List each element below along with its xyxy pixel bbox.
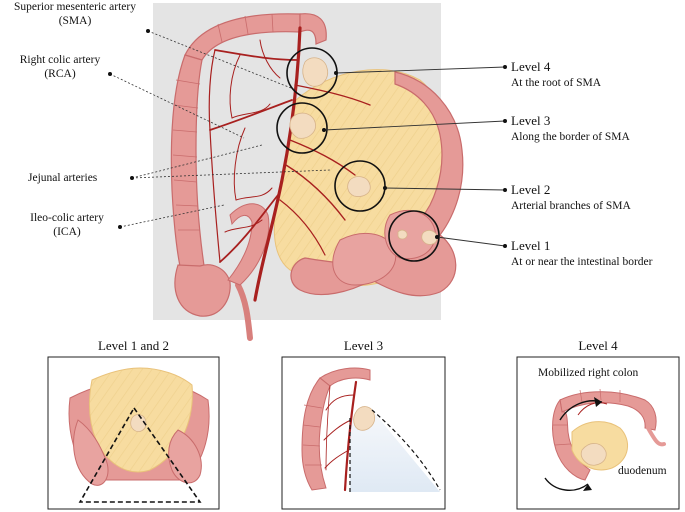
duodenum-label: duodenum [618,465,667,477]
mobilize-arrow-bottom [544,477,589,491]
main-anatomy-figure [170,13,464,341]
level3-leader [323,120,506,131]
middle-colic-branch [214,49,299,61]
panel-level-3-art [301,367,441,492]
level3-caption: Level 3 Along the border of SMA [511,113,630,145]
dashed-triangle [78,406,202,503]
level1-leader [436,236,506,247]
ica-label-line2: (ICA) [53,226,81,238]
level2-desc: Arterial branches of SMA [511,200,631,212]
ica-label: Ileo-colic artery (ICA) [12,211,122,239]
node-level1 [421,230,438,245]
level1-title: Level 1 [511,238,551,253]
level1-desc: At or near the intestinal border [511,256,653,268]
panel-level-4-title: Level 4 [578,338,618,353]
level3-circle [276,102,328,154]
node-level3 [289,112,316,139]
mobilized-right-colon-label: Mobilized right colon [538,367,639,379]
level3-title: Level 3 [511,113,551,128]
descending-colon [299,13,327,45]
rca-label: Right colic artery (RCA) [5,53,115,81]
level3-desc: Along the border of SMA [511,131,630,143]
sma-leader [147,30,297,91]
level2-caption: Level 2 Arterial branches of SMA [511,182,631,214]
panel-level-3-title: Level 3 [343,338,384,353]
node-level2 [347,176,371,197]
sma-label-line1: Superior mesenteric artery [14,1,136,13]
panel-level-1-2-title: Level 1 and 2 [97,338,170,353]
rca-leader [109,73,245,139]
level1-circle [388,210,440,262]
ica-branch [219,194,279,263]
rca-label-line2: (RCA) [44,68,76,80]
sma-label: Superior mesenteric artery (SMA) [0,0,150,28]
cecum [174,264,231,317]
level1-caption: Level 1 At or near the intestinal border [511,238,652,270]
level2-leader [384,187,506,191]
ica-label-line1: Ileo-colic artery [30,212,104,224]
level4-leader [335,66,506,74]
level2-title: Level 2 [511,182,551,197]
level4-title: Level 4 [511,59,551,74]
rca-branch [209,99,293,131]
sma-label-line2: (SMA) [58,15,92,27]
sma-trunk [253,26,302,302]
ica-leader [119,204,225,228]
level4-caption: Level 4 At the root of SMA [511,59,601,91]
jejunal-leader-2 [131,169,331,179]
node-level4 [302,57,329,87]
level4-desc: At the root of SMA [511,77,602,89]
appendix [235,282,253,341]
panel-level-1-2-art [68,367,210,503]
panel-level-4-art [544,388,666,491]
rca-label-line1: Right colic artery [19,54,101,66]
arterial-tree [208,26,371,302]
dashed-resection-line-2 [371,409,441,491]
jejunal-label: Jejunal arteries [28,172,98,184]
